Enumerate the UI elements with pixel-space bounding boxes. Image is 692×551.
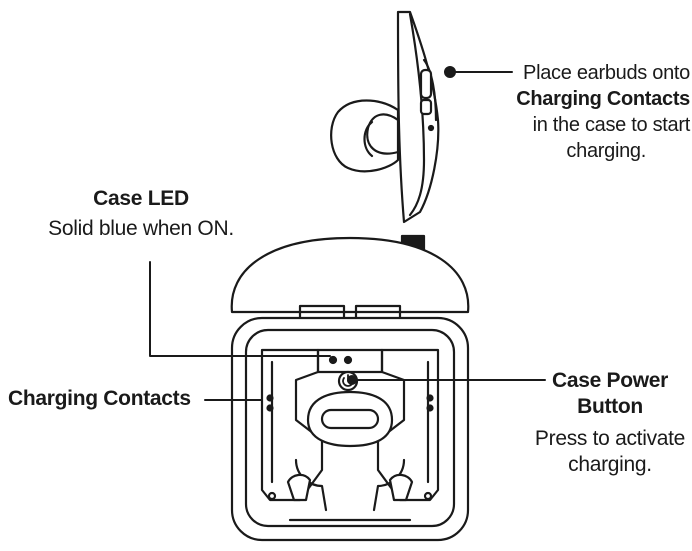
label-case-led: Case LED Solid blue when ON. bbox=[26, 186, 256, 242]
case-power-title-line2: Button bbox=[577, 395, 643, 418]
case-body bbox=[230, 316, 470, 542]
label-charging-contacts: Charging Contacts bbox=[8, 386, 208, 412]
case-led-title: Case LED bbox=[93, 187, 189, 210]
case-power-desc-line2: charging. bbox=[568, 453, 652, 476]
label-place-earbuds: Place earbuds onto Charging Contacts in … bbox=[470, 60, 690, 164]
leader-lines bbox=[149, 66, 546, 401]
case-lid bbox=[230, 236, 470, 322]
case-power-title-line1: Case Power bbox=[551, 369, 669, 392]
label-case-power-button: Case Power Button Press to activate char… bbox=[530, 368, 690, 478]
leader-case-led bbox=[149, 261, 331, 357]
place-earbuds-line4: charging. bbox=[566, 140, 646, 162]
leader-dot-earbud bbox=[444, 66, 456, 78]
charging-contacts-title: Charging Contacts bbox=[8, 387, 191, 410]
earbud-illustration bbox=[330, 10, 440, 224]
case-power-desc-line1: Press to activate bbox=[534, 427, 686, 450]
place-earbuds-line1: Place earbuds onto bbox=[523, 62, 690, 84]
case-led-desc: Solid blue when ON. bbox=[48, 217, 234, 240]
leader-dot-power bbox=[347, 375, 357, 385]
place-earbuds-line3: in the case to start bbox=[532, 114, 691, 136]
place-earbuds-line2: Charging Contacts bbox=[516, 88, 690, 110]
